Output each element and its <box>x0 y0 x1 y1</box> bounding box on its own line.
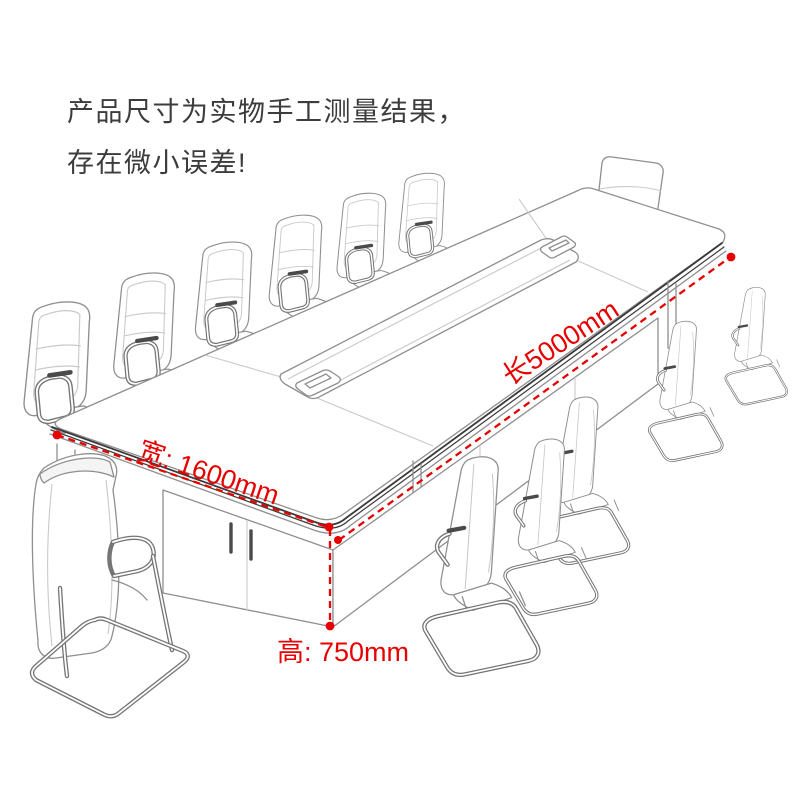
height-dimension-label: 高: 750mm <box>277 637 409 667</box>
cable-box-near <box>295 369 341 397</box>
disclaimer: 产品尺寸为实物手工测量结果， 存在微小误差! <box>67 97 466 178</box>
near-end-chair <box>29 453 190 719</box>
width-dimension-line <box>52 430 334 532</box>
length-dimension-line <box>334 252 736 544</box>
height-dimension-line <box>325 529 335 631</box>
disclaimer-line-2: 存在微小误差! <box>67 148 247 178</box>
chair-right-1 <box>724 286 789 406</box>
cable-box-far <box>539 235 577 259</box>
chair-right-2 <box>647 319 724 463</box>
cable-tray-strip <box>279 238 579 400</box>
disclaimer-line-1: 产品尺寸为实物手工测量结果， <box>67 97 466 127</box>
